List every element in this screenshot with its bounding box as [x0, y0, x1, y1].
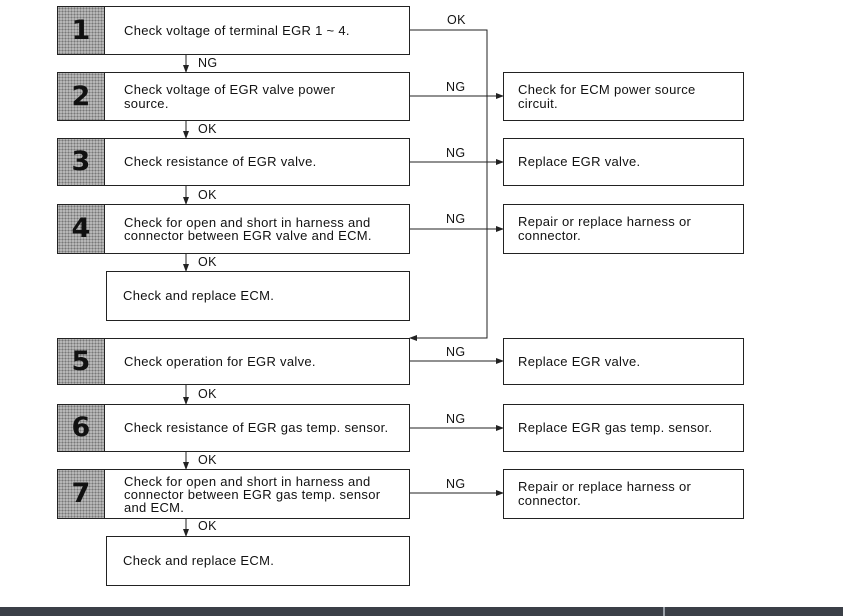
result-2-text: Check for ECM power source circuit. [518, 81, 696, 111]
final-box-2: Check and replace ECM. [106, 536, 410, 586]
bottom-bar [0, 607, 843, 616]
ng-label-step4: NG [446, 212, 466, 226]
step-4-box: 4 Check for open and short in harness an… [57, 204, 410, 254]
ng-label-step6: NG [446, 412, 466, 426]
result-box-4: Repair or replace harness or connector. [503, 204, 744, 254]
step-1-text: Check voltage of terminal EGR 1 ~ 4. [124, 22, 350, 38]
ng-label-step2: NG [446, 80, 466, 94]
ng-label-step5: NG [446, 345, 466, 359]
result-box-7: Repair or replace harness or connector. [503, 469, 744, 519]
final-1-text: Check and replace ECM. [123, 288, 275, 303]
step-3-box: 3 Check resistance of EGR valve. [57, 138, 410, 186]
step-7-number: 7 [58, 470, 105, 518]
step-3-number: 3 [58, 139, 105, 185]
ng-label-step3: NG [446, 146, 466, 160]
step-6-number: 6 [58, 405, 105, 451]
step-5-text: Check operation for EGR valve. [124, 353, 316, 369]
result-box-5: Replace EGR valve. [503, 338, 744, 385]
ok-label-step5: OK [198, 387, 217, 401]
step-5-box: 5 Check operation for EGR valve. [57, 338, 410, 385]
ok-label-step4: OK [198, 255, 217, 269]
result-box-2: Check for ECM power source circuit. [503, 72, 744, 121]
ng-label-step1: NG [198, 56, 218, 70]
step-2-box: 2 Check voltage of EGR valve power sourc… [57, 72, 410, 121]
result-5-text: Replace EGR valve. [518, 353, 641, 369]
step-2-text: Check voltage of EGR valve power source. [124, 81, 336, 111]
ok-label-step1: OK [447, 13, 466, 27]
ok-label-step3: OK [198, 188, 217, 202]
bottom-bar-divider [663, 607, 665, 616]
step-3-text: Check resistance of EGR valve. [124, 154, 317, 169]
ng-label-step7: NG [446, 477, 466, 491]
result-6-text: Replace EGR gas temp. sensor. [518, 420, 713, 435]
step-4-text: Check for open and short in harness and … [124, 215, 372, 243]
ok-label-step7: OK [198, 519, 217, 533]
ok-label-step2: OK [198, 122, 217, 136]
final-box-1: Check and replace ECM. [106, 271, 410, 321]
step-6-box: 6 Check resistance of EGR gas temp. sens… [57, 404, 410, 452]
ok-label-step6: OK [198, 453, 217, 467]
result-box-3: Replace EGR valve. [503, 138, 744, 186]
result-3-text: Replace EGR valve. [518, 154, 641, 169]
step-5-number: 5 [58, 339, 105, 384]
step-6-text: Check resistance of EGR gas temp. sensor… [124, 420, 389, 435]
result-4-text: Repair or replace harness or connector. [518, 214, 692, 243]
result-box-6: Replace EGR gas temp. sensor. [503, 404, 744, 452]
step-1-box: 1 Check voltage of terminal EGR 1 ~ 4. [57, 6, 410, 55]
ok-bypass-1-5 [409, 29, 488, 341]
step-7-box: 7 Check for open and short in harness an… [57, 469, 410, 519]
step-7-text: Check for open and short in harness and … [124, 473, 381, 515]
result-7-text: Repair or replace harness or connector. [518, 479, 692, 508]
step-4-number: 4 [58, 205, 105, 253]
step-2-number: 2 [58, 73, 105, 120]
final-2-text: Check and replace ECM. [123, 553, 275, 568]
step-1-number: 1 [58, 7, 105, 54]
